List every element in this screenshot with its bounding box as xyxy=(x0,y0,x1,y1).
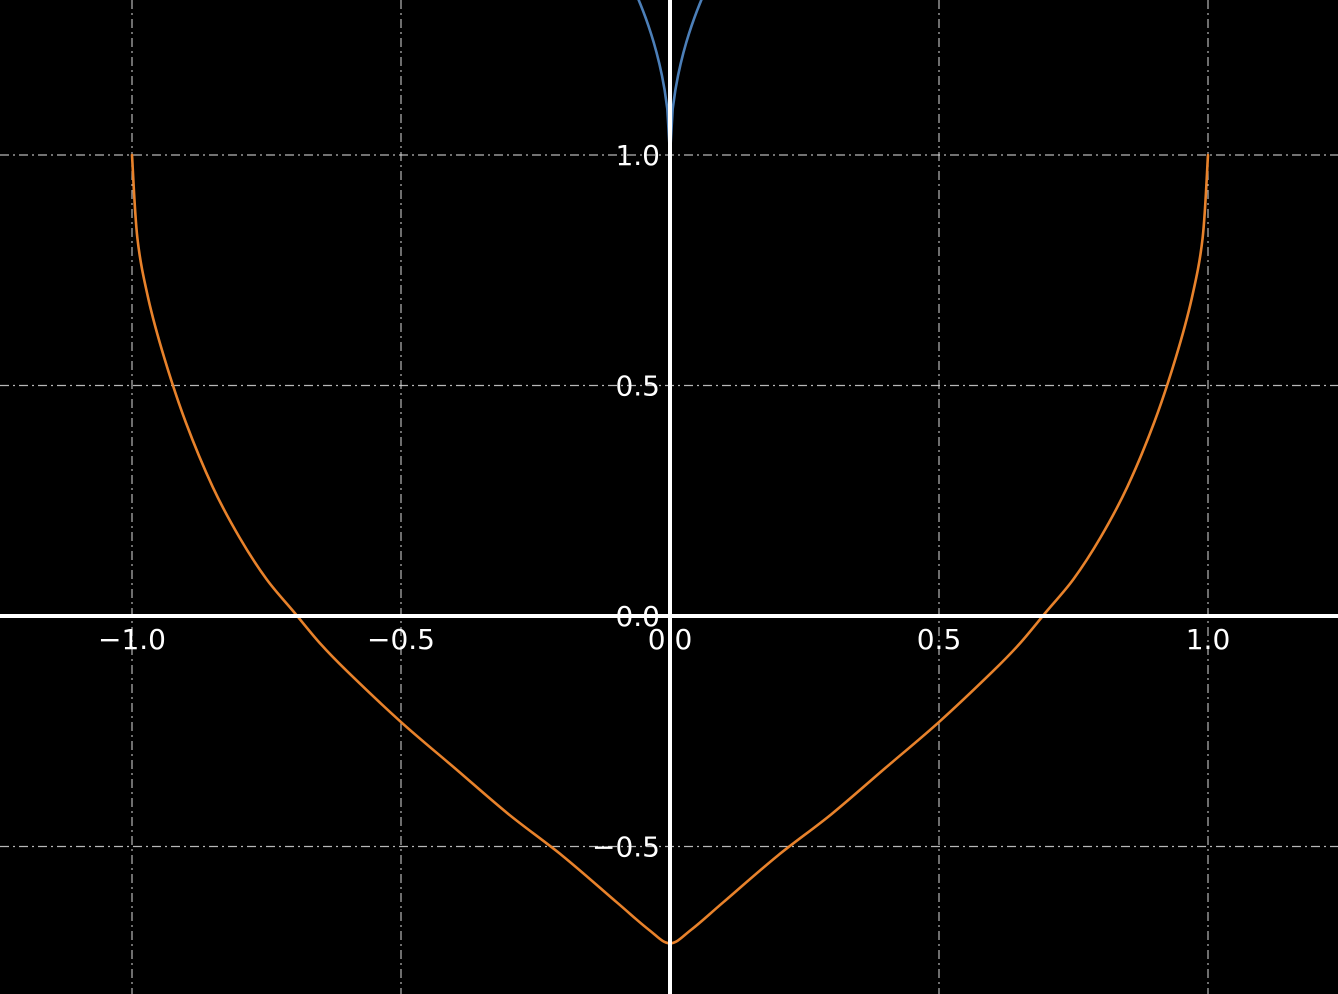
x-tick-label: −0.5 xyxy=(367,623,435,656)
x-tick-label: 0.5 xyxy=(917,623,962,656)
x-tick-label: 1.0 xyxy=(1186,623,1231,656)
y-tick-label: 0.0 xyxy=(615,600,660,633)
x-tick-label: 0.0 xyxy=(648,623,693,656)
x-tick-label: −1.0 xyxy=(98,623,166,656)
tick-labels: −1.0 −0.5 0.0 0.5 1.0 −0.5 0.0 0.5 1.0 xyxy=(98,139,1230,864)
y-tick-label: 0.5 xyxy=(615,370,660,403)
y-tick-label: 1.0 xyxy=(615,139,660,172)
y-tick-label: −0.5 xyxy=(592,831,660,864)
